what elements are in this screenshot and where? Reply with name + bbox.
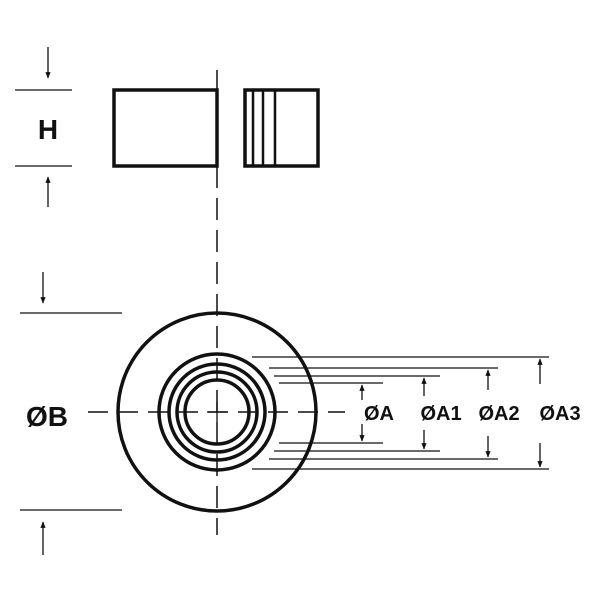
outer-diameter-label: ØB <box>26 401 68 432</box>
height-dimension <box>15 47 72 207</box>
outer-circle <box>116 311 318 513</box>
side-view-plain <box>112 88 219 168</box>
side-view-ribbed <box>243 88 320 168</box>
dia-a1-label: ØA1 <box>420 403 461 425</box>
dia-a3-label: ØA3 <box>539 403 580 425</box>
height-label: H <box>38 114 58 145</box>
ring-a <box>183 378 251 446</box>
center-cross <box>207 402 227 422</box>
outer-diameter-dimension <box>20 272 122 555</box>
dia-a2-label: ØA2 <box>478 403 519 425</box>
diameter-arrows <box>359 358 543 468</box>
ring-a1 <box>175 370 259 454</box>
ring-a3 <box>157 352 277 472</box>
dia-a-label: ØA <box>364 403 394 425</box>
ring-a2 <box>167 362 267 462</box>
diameter-extension-lines <box>252 356 549 470</box>
